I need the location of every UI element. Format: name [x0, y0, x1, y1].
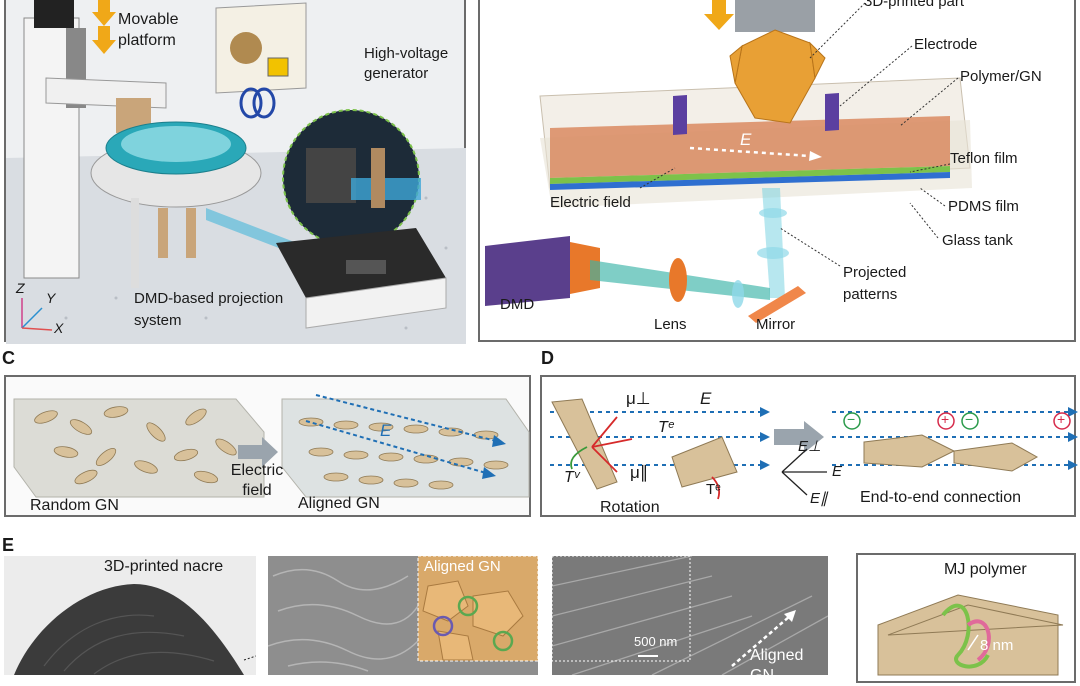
- panel-e-letter: E: [2, 535, 15, 555]
- model-illustration: [877, 594, 1064, 676]
- field-symbol-b: E: [740, 130, 752, 149]
- panel-e-sem-image-2: 500 nm Aligned GN: [552, 556, 828, 684]
- panel-b-illustration: [485, 0, 972, 323]
- nacre-illustration: [14, 584, 256, 675]
- movable-platform-label: Movable platform: [118, 11, 179, 49]
- aligned-label: Aligned GN: [750, 647, 804, 684]
- e-main-label: E: [832, 463, 843, 480]
- torque-e2-label: Tᵉ: [706, 481, 721, 498]
- panel-e-nacre-photo: 3D-printed nacre: [4, 556, 256, 675]
- teflon-film-label: Teflon film: [950, 150, 1018, 167]
- panel-b-schematic: 3D-printed part Electrode Polymer/GN E T…: [478, 0, 1076, 342]
- panel-d-illustration: [550, 398, 1078, 500]
- electric-field-label: Electric field: [550, 194, 631, 211]
- panel-d-mechanism: μ⊥ E Tᵉ μ∥ Tᵛ Tᵉ Rotation E⊥ E E∥ End-to…: [540, 375, 1078, 517]
- mu-par-label: μ∥: [630, 463, 649, 482]
- lens-label: Lens: [654, 316, 687, 333]
- polymer-gn-label: Polymer/GN: [960, 68, 1042, 85]
- axis-y-label: Y: [46, 290, 56, 306]
- high-voltage-label: High-voltage generator: [364, 45, 449, 82]
- field-symbol-d: E: [700, 389, 712, 408]
- panel-c-letter: C: [2, 348, 15, 368]
- panel-a-setup-photo: Movable platform High-voltage generator …: [4, 0, 466, 344]
- charge-plus-1: +: [941, 411, 950, 427]
- panel-c-illustration: [13, 394, 530, 498]
- charge-minus-2: −: [965, 411, 974, 427]
- charge-plus-2: +: [1057, 411, 1066, 427]
- aligned-gn-label: Aligned GN: [298, 495, 380, 512]
- panel-d-letter: D: [541, 348, 554, 368]
- rotation-label: Rotation: [600, 499, 660, 516]
- torque-v-label: Tᵛ: [564, 469, 580, 486]
- mirror-label: Mirror: [756, 316, 796, 333]
- random-gn-label: Random GN: [30, 497, 119, 514]
- printed-part-label: 3D-printed part: [864, 0, 965, 10]
- mj-polymer-label: MJ polymer: [944, 561, 1027, 578]
- dmd-label: DMD: [500, 296, 535, 313]
- e-perp-label: E⊥: [798, 438, 822, 455]
- torque-e-label: Tᵉ: [658, 419, 674, 436]
- spacing-label: 8 nm: [980, 637, 1014, 654]
- field-symbol-c: E: [380, 421, 392, 440]
- sem-2-texture: [552, 556, 828, 675]
- electrode-label: Electrode: [914, 36, 978, 53]
- panel-e-sem-image-1: Aligned GN: [268, 556, 538, 675]
- pdms-film-label: PDMS film: [948, 198, 1019, 215]
- sem-1-texture: [268, 556, 538, 672]
- projected-patterns-label: Projected patterns: [843, 264, 907, 303]
- axis-x-label: X: [54, 320, 64, 336]
- e-par-label: E∥: [810, 490, 828, 507]
- scale-bar-label: 500 nm: [634, 634, 678, 649]
- electric-field-c-label: Electric field: [230, 462, 284, 499]
- end-to-end-label: End-to-end connection: [860, 489, 1021, 506]
- axis-z-label: Z: [16, 280, 25, 296]
- mu-perp-label: μ⊥: [626, 389, 651, 408]
- printed-nacre-label: 3D-printed nacre: [104, 558, 224, 575]
- panel-a-illustration: [6, 0, 466, 344]
- glass-tank-label: Glass tank: [942, 232, 1013, 249]
- charge-minus-1: −: [847, 411, 856, 427]
- panel-e-model: MJ polymer 8 nm: [856, 553, 1076, 683]
- panel-c-alignment: Random GN Electric field Aligned GN E: [4, 375, 531, 517]
- aligned-gn-inset-label: Aligned GN: [424, 558, 501, 575]
- dmd-system-label: DMD-based projection system: [134, 290, 284, 329]
